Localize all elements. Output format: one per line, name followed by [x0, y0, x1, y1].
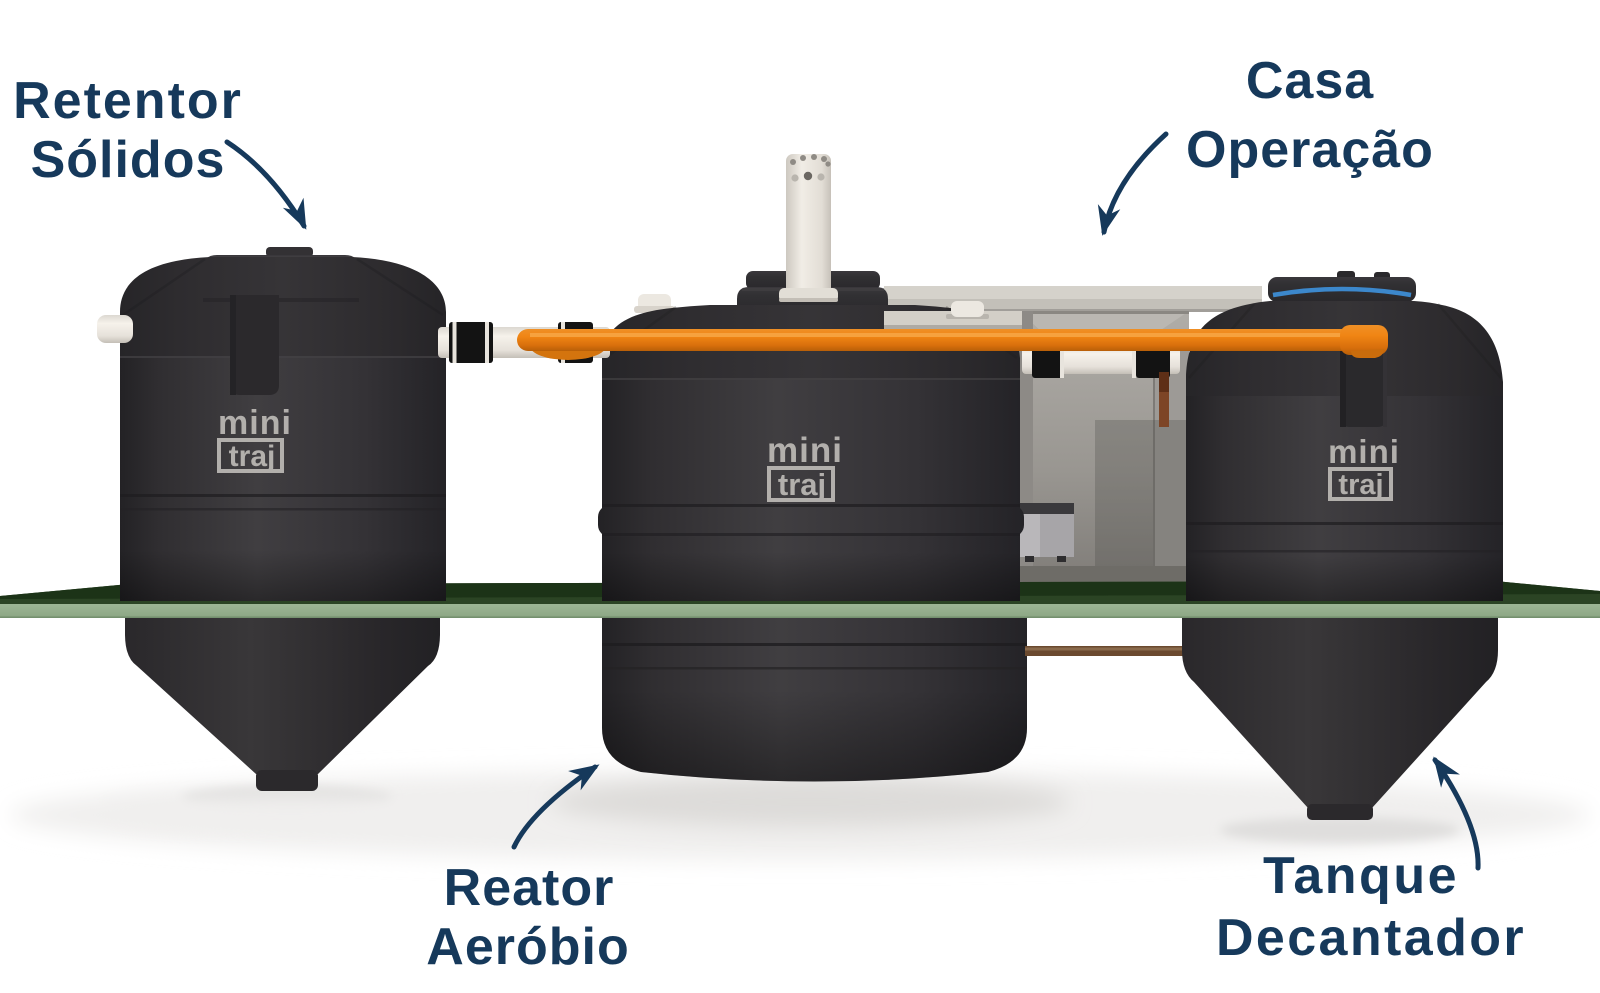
svg-text:traj: traj — [229, 440, 276, 473]
svg-text:Reator: Reator — [444, 859, 615, 917]
svg-text:Aeróbio: Aeróbio — [426, 918, 629, 976]
svg-text:Decantador: Decantador — [1216, 909, 1526, 967]
svg-text:mini: mini — [218, 404, 292, 442]
svg-text:Casa: Casa — [1246, 52, 1374, 110]
svg-text:Retentor: Retentor — [13, 72, 243, 130]
svg-text:mini: mini — [767, 431, 843, 470]
svg-text:traj: traj — [778, 467, 826, 502]
svg-text:traj: traj — [1338, 469, 1383, 501]
svg-text:Operação: Operação — [1186, 121, 1434, 179]
svg-text:Tanque: Tanque — [1263, 847, 1459, 905]
svg-text:mini: mini — [1328, 433, 1400, 470]
svg-text:Sólidos: Sólidos — [31, 131, 226, 189]
